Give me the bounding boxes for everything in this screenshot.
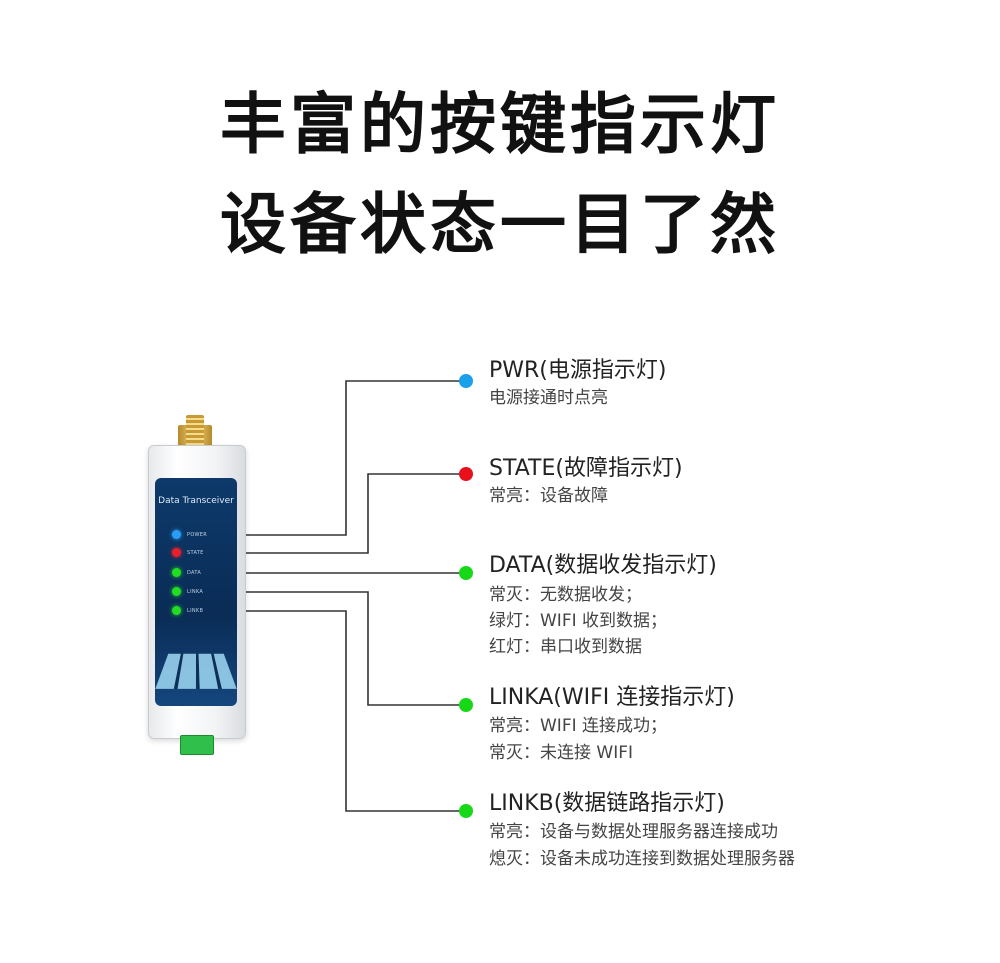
indicator-desc-linka-2: 常灭：未连接 WIFI xyxy=(489,743,634,763)
indicator-desc-linkb-2: 熄灭：设备未成功连接到数据处理服务器 xyxy=(489,849,795,869)
connector-state xyxy=(243,473,466,554)
indicator-dot-pwr xyxy=(459,374,473,388)
led-label-data: DATA xyxy=(187,570,202,576)
headline-line-2: 设备状态一目了然 xyxy=(220,186,780,263)
headline-line-1: 丰富的按键指示灯 xyxy=(220,86,780,163)
led-label-power: POWER xyxy=(187,532,208,538)
indicator-title-linka: LINKA(WIFI 连接指示灯) xyxy=(489,685,735,710)
indicator-title-data: DATA(数据收发指示灯) xyxy=(489,553,717,578)
panel-graphic-tiles xyxy=(155,653,237,689)
indicator-desc-linkb-1: 常亮：设备与数据处理服务器连接成功 xyxy=(489,822,778,842)
led-label-linka: LINKA xyxy=(187,589,204,595)
connector-pwr xyxy=(243,380,466,536)
led-linkb xyxy=(172,606,181,615)
indicator-dot-data xyxy=(459,566,473,580)
indicator-desc-state-1: 常亮：设备故障 xyxy=(489,486,608,506)
led-state xyxy=(172,548,181,557)
indicator-dot-linka xyxy=(459,698,473,712)
indicator-desc-data-2: 绿灯：WIFI 收到数据； xyxy=(489,611,668,631)
connector-linka xyxy=(243,591,466,706)
led-power xyxy=(172,530,181,539)
indicator-title-pwr: PWR(电源指示灯) xyxy=(489,358,667,383)
indicator-title-state: STATE(故障指示灯) xyxy=(489,456,683,481)
indicator-title-linkb: LINKB(数据链路指示灯) xyxy=(489,791,725,816)
led-label-state: STATE xyxy=(187,550,204,556)
indicator-desc-pwr-1: 电源接通时点亮 xyxy=(489,388,608,408)
panel-title: Data Transceiver xyxy=(158,496,234,506)
indicator-desc-linka-1: 常亮：WIFI 连接成功； xyxy=(489,716,668,736)
led-label-linkb: LINKB xyxy=(187,608,204,614)
indicator-dot-linkb xyxy=(459,804,473,818)
antenna-icon xyxy=(186,415,204,447)
terminal-block xyxy=(180,735,214,755)
indicator-desc-data-3: 红灯：串口收到数据 xyxy=(489,637,642,657)
indicator-dot-state xyxy=(459,467,473,481)
led-data xyxy=(172,568,181,577)
indicator-desc-data-1: 常灭：无数据收发； xyxy=(489,585,642,605)
connector-linkb xyxy=(243,610,466,812)
led-linka xyxy=(172,587,181,596)
